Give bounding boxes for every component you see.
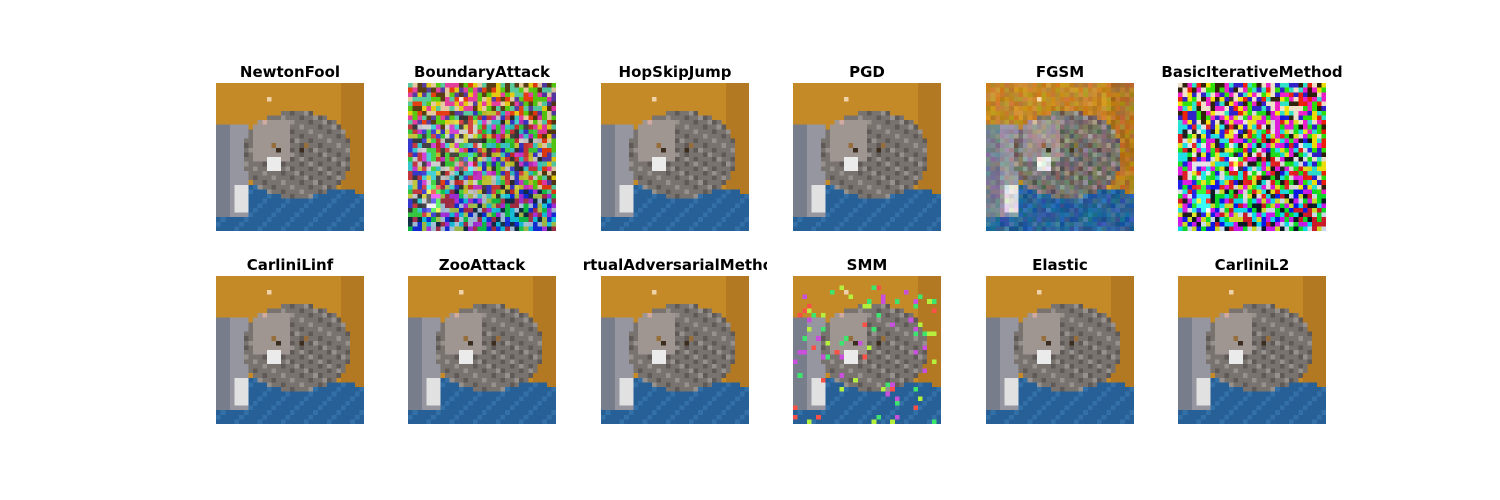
panel-title: CarliniL2 [1214, 256, 1290, 274]
panel-title: NewtonFool [239, 63, 341, 81]
image-tile [793, 276, 941, 424]
panel-title: BasicIterativeMethod [1161, 63, 1343, 81]
image-tile [408, 83, 556, 231]
panel-title: VirtualAdversarialMethod [583, 256, 767, 274]
panel-title-clip: VirtualAdversarialMethod [583, 256, 767, 276]
image-tile [986, 276, 1134, 424]
image-tile [216, 83, 364, 231]
image-tile [408, 276, 556, 424]
panel-title: PGD [849, 63, 885, 81]
image-tile [1178, 83, 1326, 231]
panel-title: CarliniLinf [246, 256, 334, 274]
image-tile [216, 276, 364, 424]
image-tile [793, 83, 941, 231]
image-tile [601, 276, 749, 424]
image-tile [601, 83, 749, 231]
panel-title: FGSM [1035, 63, 1085, 81]
panel-title: Elastic [1032, 256, 1088, 274]
panel-title: ZooAttack [438, 256, 526, 274]
panel-title: BoundaryAttack [413, 63, 551, 81]
image-tile [986, 83, 1134, 231]
panel-title: HopSkipJump [618, 63, 732, 81]
panel-title: SMM [846, 256, 888, 274]
image-tile [1178, 276, 1326, 424]
